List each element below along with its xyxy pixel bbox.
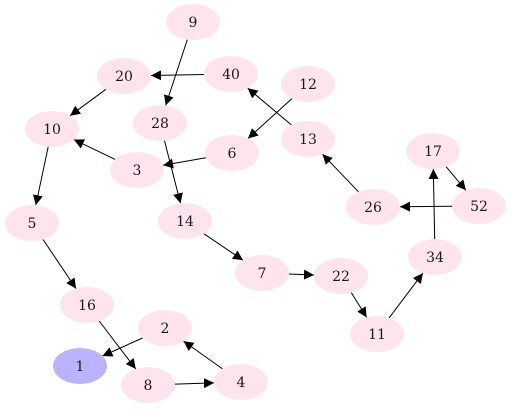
node-label-11: 11 (368, 327, 386, 343)
node-label-28: 28 (151, 116, 169, 132)
edge-34-to-17 (428, 168, 439, 240)
node-label-17: 17 (424, 144, 442, 160)
node-label-6: 6 (228, 146, 237, 162)
node-shape-10 (25, 111, 79, 147)
node-14: 14 (158, 203, 212, 239)
node-4: 4 (214, 364, 268, 400)
edge-8-to-4 (174, 378, 215, 389)
node-label-9: 9 (189, 15, 198, 31)
edges-layer (32, 39, 467, 389)
edge-13-to-40 (247, 87, 292, 126)
edge-10-to-5 (32, 146, 49, 206)
node-label-13: 13 (299, 132, 317, 148)
node-34: 34 (408, 239, 462, 275)
node-22: 22 (314, 258, 368, 294)
node-label-3: 3 (133, 163, 142, 179)
node-label-16: 16 (78, 298, 96, 314)
node-shape-3 (110, 152, 164, 188)
node-label-8: 8 (144, 378, 153, 394)
edge-11-to-34 (388, 272, 424, 319)
node-shape-17 (406, 133, 460, 169)
node-shape-5 (5, 205, 59, 241)
edge-5-to-16 (42, 239, 77, 289)
node-20: 20 (97, 58, 151, 94)
node-1: 1 (53, 348, 107, 384)
node-label-40: 40 (222, 67, 240, 83)
node-shape-1 (53, 348, 107, 384)
node-8: 8 (121, 367, 175, 403)
node-shape-40 (204, 56, 258, 92)
node-shape-26 (346, 189, 400, 225)
edge-28-to-14 (164, 140, 183, 204)
node-label-5: 5 (28, 216, 37, 232)
edge-7-to-22 (288, 269, 315, 280)
node-label-7: 7 (258, 266, 267, 282)
edge-22-to-11 (350, 292, 368, 318)
node-shape-8 (121, 367, 175, 403)
node-7: 7 (235, 255, 289, 291)
node-label-34: 34 (426, 250, 444, 266)
node-shape-28 (133, 105, 187, 141)
node-label-2: 2 (161, 321, 170, 337)
node-26: 26 (346, 189, 400, 225)
node-label-26: 26 (364, 200, 382, 216)
node-label-14: 14 (176, 214, 194, 230)
node-16: 16 (60, 287, 114, 323)
node-9: 9 (166, 4, 220, 40)
node-label-4: 4 (237, 375, 246, 391)
node-label-20: 20 (115, 69, 133, 85)
node-11: 11 (350, 316, 404, 352)
node-shape-9 (166, 4, 220, 40)
node-label-12: 12 (299, 77, 317, 93)
node-shape-52 (452, 188, 506, 224)
node-3: 3 (110, 152, 164, 188)
node-13: 13 (281, 121, 335, 157)
node-shape-20 (97, 58, 151, 94)
node-shape-12 (281, 66, 335, 102)
node-label-1: 1 (76, 359, 85, 375)
edge-26-to-13 (322, 153, 359, 193)
edge-12-to-6 (247, 98, 293, 139)
node-label-10: 10 (43, 122, 61, 138)
edge-4-to-2 (183, 340, 223, 370)
node-17: 17 (406, 133, 460, 169)
node-2: 2 (138, 310, 192, 346)
edge-3-to-10 (73, 139, 116, 160)
node-shape-14 (158, 203, 212, 239)
node-shape-34 (408, 239, 462, 275)
node-52: 52 (452, 188, 506, 224)
node-label-52: 52 (470, 199, 488, 215)
node-10: 10 (25, 111, 79, 147)
node-40: 40 (204, 56, 258, 92)
edge-2-to-1 (102, 337, 143, 357)
node-shape-11 (350, 316, 404, 352)
node-shape-7 (235, 255, 289, 291)
edge-9-to-28 (164, 39, 188, 106)
edge-14-to-7 (203, 233, 244, 261)
node-shape-22 (314, 258, 368, 294)
node-shape-6 (205, 135, 259, 171)
node-28: 28 (133, 105, 187, 141)
node-shape-4 (214, 364, 268, 400)
edge-17-to-52 (445, 166, 467, 191)
node-shape-16 (60, 287, 114, 323)
edge-16-to-8 (98, 320, 137, 370)
node-12: 12 (281, 66, 335, 102)
node-label-22: 22 (332, 269, 350, 285)
edge-20-to-10 (69, 88, 107, 117)
edge-40-to-20 (150, 70, 205, 81)
node-5: 5 (5, 205, 59, 241)
node-shape-2 (138, 310, 192, 346)
node-shape-13 (281, 121, 335, 157)
node-6: 6 (205, 135, 259, 171)
